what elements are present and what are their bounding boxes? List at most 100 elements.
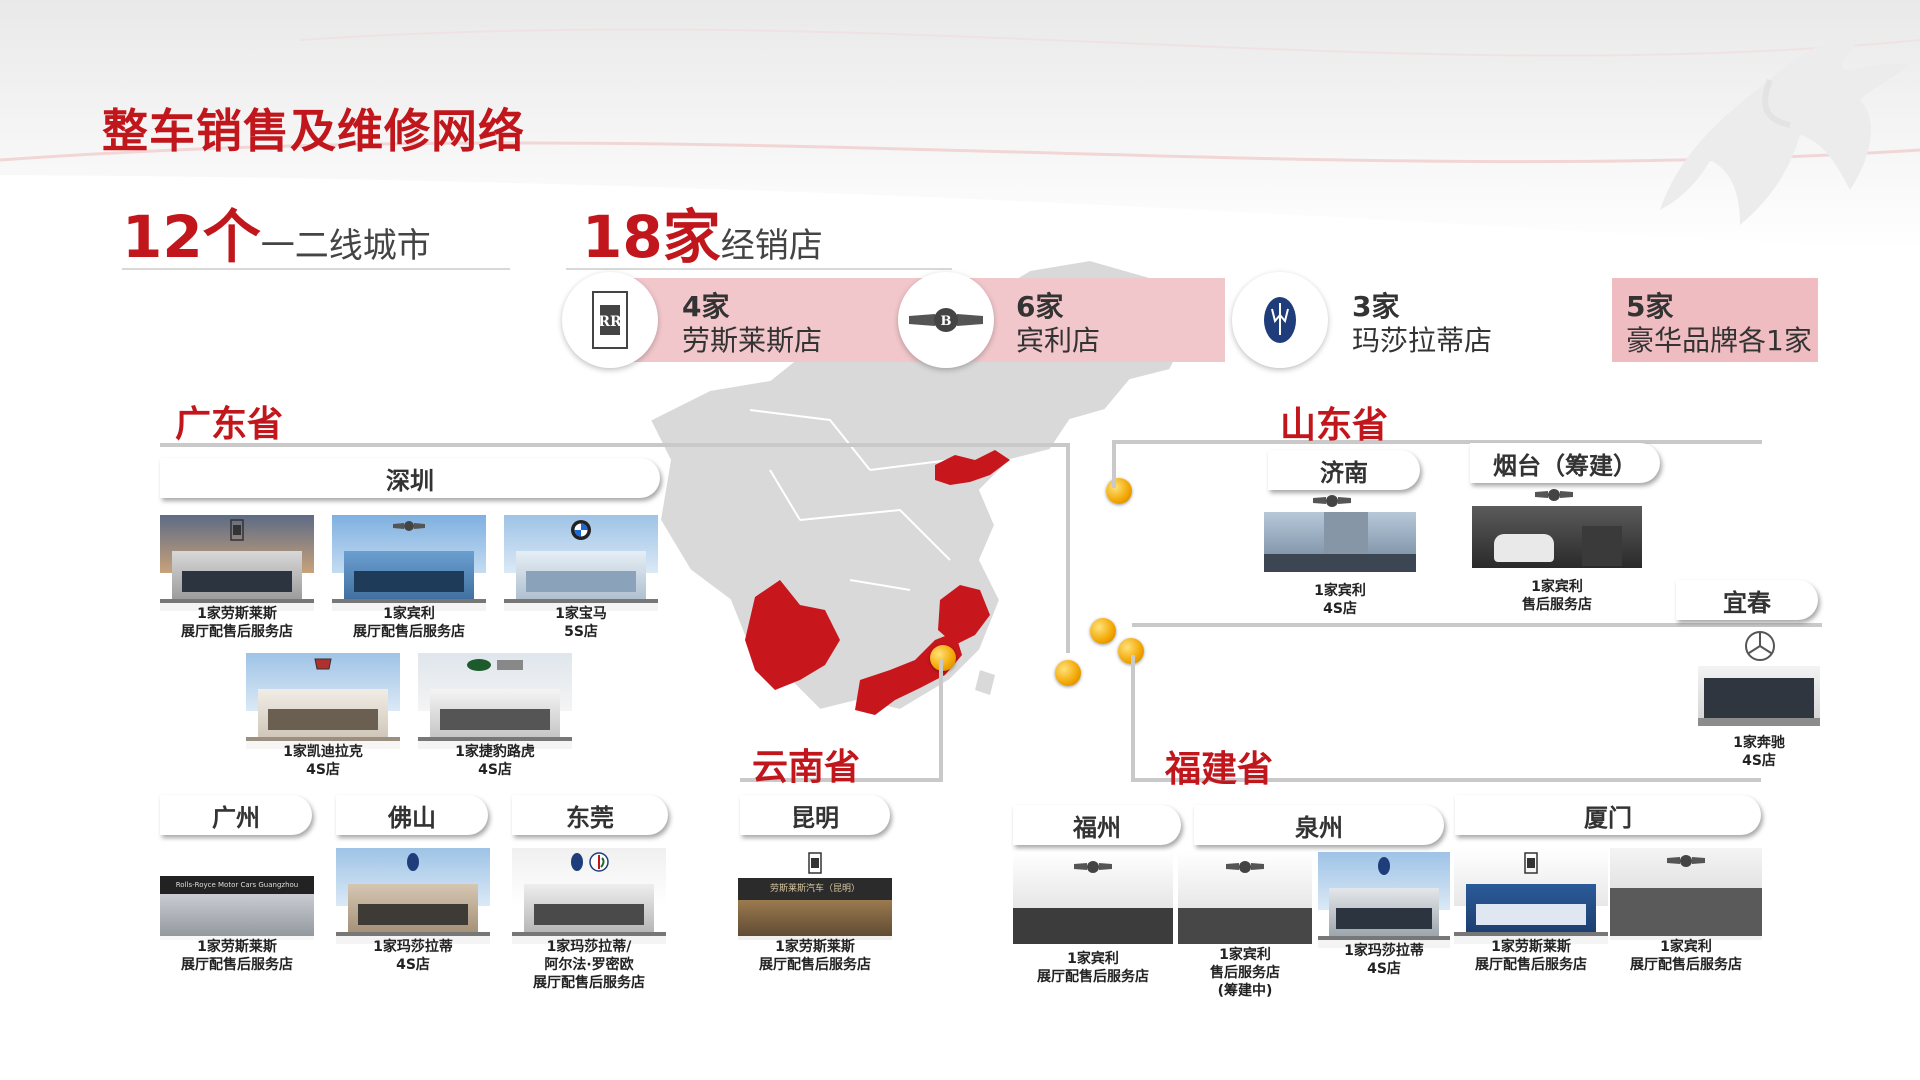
province-shandong: 山东省 <box>1280 405 1389 446</box>
city-tab-yichun[interactable]: 宜春 <box>1676 580 1818 620</box>
bentley-logo-icon: B <box>909 308 983 332</box>
storefront-sign: Rolls-Royce Motor Cars Guangzhou <box>160 876 314 894</box>
store-photo <box>1013 852 1173 948</box>
page-title: 整车销售及维修网络 <box>102 104 525 158</box>
guangdong-connector <box>160 443 1070 447</box>
map-shandong <box>935 450 1010 485</box>
marker-guangdong <box>1055 660 1081 686</box>
maserati-alfa-romeo-logo-icon <box>571 852 609 872</box>
dealers-count: 18家 <box>582 203 721 271</box>
city-tab-fuzhou[interactable]: 福州 <box>1013 805 1181 845</box>
bentley-logo-icon <box>1535 489 1573 501</box>
store-photo <box>418 653 572 749</box>
city-tab-dongguan[interactable]: 东莞 <box>512 795 668 835</box>
brand-name: 玛莎拉蒂店 <box>1352 324 1493 357</box>
store-photo <box>336 848 490 944</box>
brand-name: 宾利店 <box>1016 324 1101 357</box>
store-card[interactable]: 1家宾利展厅配售后服务店 <box>1013 852 1173 988</box>
brand-other: 5家豪华品牌各1家 <box>1626 290 1812 358</box>
store-caption: 1家宾利展厅配售后服务店 <box>332 603 486 643</box>
stat-divider <box>122 268 510 270</box>
store-card[interactable]: 劳斯莱斯汽车（昆明） 1家劳斯莱斯展厅配售后服务店 <box>738 848 892 976</box>
store-photo <box>1610 848 1762 944</box>
brand-logo-circle: RR <box>562 272 658 368</box>
store-caption: 1家宾利展厅配售后服务店 <box>1610 936 1762 976</box>
cities-label: 一二线城市 <box>260 226 431 266</box>
maserati-logo-icon <box>407 853 419 871</box>
store-card[interactable]: 1家玛莎拉蒂/阿尔法·罗密欧展厅配售后服务店 <box>512 848 666 994</box>
brand-count: 3家 <box>1352 290 1400 323</box>
store-card[interactable]: Rolls-Royce Motor Cars Guangzhou 1家劳斯莱斯展… <box>160 848 314 976</box>
horse-watermark-icon <box>1660 30 1910 225</box>
province-fujian: 福建省 <box>1165 749 1274 790</box>
store-photo: 劳斯莱斯汽车（昆明） <box>738 848 892 944</box>
dealers-stat: 18家经销店 <box>582 190 823 274</box>
store-caption: 1家劳斯莱斯展厅配售后服务店 <box>160 936 314 976</box>
store-photo <box>332 515 486 611</box>
city-tab-shenzhen[interactable]: 深圳 <box>160 458 660 498</box>
mercedes-benz-logo-icon <box>1745 631 1775 661</box>
city-tab-xiamen[interactable]: 厦门 <box>1455 795 1761 835</box>
map-province-borders <box>749 409 951 591</box>
city-tab-kunming[interactable]: 昆明 <box>740 795 890 835</box>
store-card[interactable]: 1家宾利售后服务店(筹建中) <box>1178 852 1312 1002</box>
store-photo <box>1318 852 1450 948</box>
store-caption: 1家宾利售后服务店(筹建中) <box>1178 944 1312 1002</box>
shandong-connector <box>1112 440 1762 444</box>
brand-logo-circle: B <box>898 272 994 368</box>
store-photo <box>1264 512 1416 572</box>
province-guangdong: 广东省 <box>175 404 284 445</box>
header-background <box>0 0 1920 250</box>
store-card[interactable]: 1家劳斯莱斯展厅配售后服务店 <box>1454 848 1608 976</box>
store-card[interactable]: 1家劳斯莱斯展厅配售后服务店 <box>160 515 314 643</box>
store-photo <box>246 653 400 749</box>
brand-rolls-royce: 4家劳斯莱斯店 <box>682 290 822 358</box>
maserati-logo-icon <box>1378 857 1390 875</box>
city-tab-guangzhou[interactable]: 广州 <box>160 795 312 835</box>
fujian-connector <box>1131 655 1135 782</box>
rolls-royce-logo-icon <box>808 852 822 874</box>
cadillac-logo-icon <box>314 658 332 670</box>
marker-kunming <box>930 645 956 671</box>
shandong-connector <box>1112 440 1116 488</box>
store-card[interactable]: 1家宾利展厅配售后服务店 <box>1610 848 1762 976</box>
bmw-logo-icon <box>571 520 591 540</box>
yunnan-connector <box>939 660 943 782</box>
store-card[interactable]: 1家宾利展厅配售后服务店 <box>332 515 486 643</box>
svg-text:B: B <box>941 314 952 329</box>
dealers-label: 经销店 <box>720 226 823 266</box>
yichun-connector <box>1132 623 1822 627</box>
store-photo: Rolls-Royce Motor Cars Guangzhou <box>160 848 314 944</box>
store-caption: 1家玛莎拉蒂/阿尔法·罗密欧展厅配售后服务店 <box>512 936 666 994</box>
city-tab-foshan[interactable]: 佛山 <box>336 795 488 835</box>
province-yunnan: 云南省 <box>752 747 861 788</box>
brand-count: 4家 <box>682 290 730 323</box>
city-tab-yantai[interactable]: 烟台（筹建） <box>1470 443 1660 483</box>
store-caption: 1家劳斯莱斯展厅配售后服务店 <box>738 936 892 976</box>
jaguar-land-rover-logo-icon <box>467 659 523 671</box>
map-fujian <box>938 585 990 645</box>
city-tab-quanzhou[interactable]: 泉州 <box>1194 805 1444 845</box>
city-tab-jinan[interactable]: 济南 <box>1268 450 1420 490</box>
guangdong-connector <box>1066 443 1070 653</box>
cities-count: 12个 <box>122 203 261 271</box>
brand-logo-circle <box>1232 272 1328 368</box>
bentley-logo-icon <box>1313 495 1351 507</box>
map-yunnan <box>745 580 840 690</box>
brand-count: 5家 <box>1626 290 1674 323</box>
store-caption: 1家宾利售后服务店 <box>1522 579 1592 613</box>
brand-name: 劳斯莱斯店 <box>682 324 823 357</box>
store-photo <box>160 515 314 611</box>
store-photo <box>512 848 666 944</box>
map-taiwan <box>975 670 995 695</box>
